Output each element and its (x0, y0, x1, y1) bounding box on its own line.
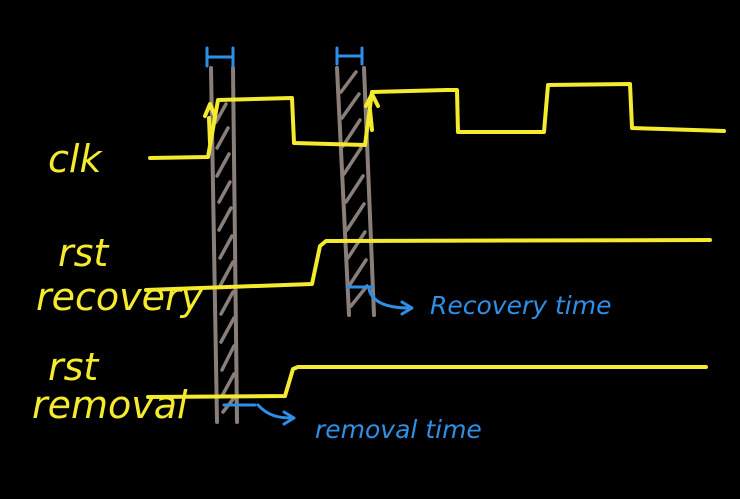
rst-recovery-label-line2: recovery (36, 275, 204, 319)
recovery-time-label: Recovery time (430, 291, 611, 320)
rst-recovery-label-line1: rst (58, 231, 110, 275)
removal-time-label: removal time (315, 415, 482, 444)
rst-removal-label-line1: rst (48, 345, 100, 389)
window-width-markers (205, 46, 364, 68)
recovery-time-annotation: Recovery time (345, 285, 611, 320)
removal-time-annotation: removal time (222, 403, 482, 444)
timing-window-right (335, 66, 376, 317)
clk-label: clk (48, 137, 103, 181)
rst-removal-waveform (146, 365, 708, 399)
clk-waveform (148, 82, 726, 160)
signal-labels: clk rst recovery rst removal (32, 137, 204, 427)
rst-recovery-waveform (144, 238, 712, 292)
rst-removal-label-line2: removal (32, 383, 188, 427)
